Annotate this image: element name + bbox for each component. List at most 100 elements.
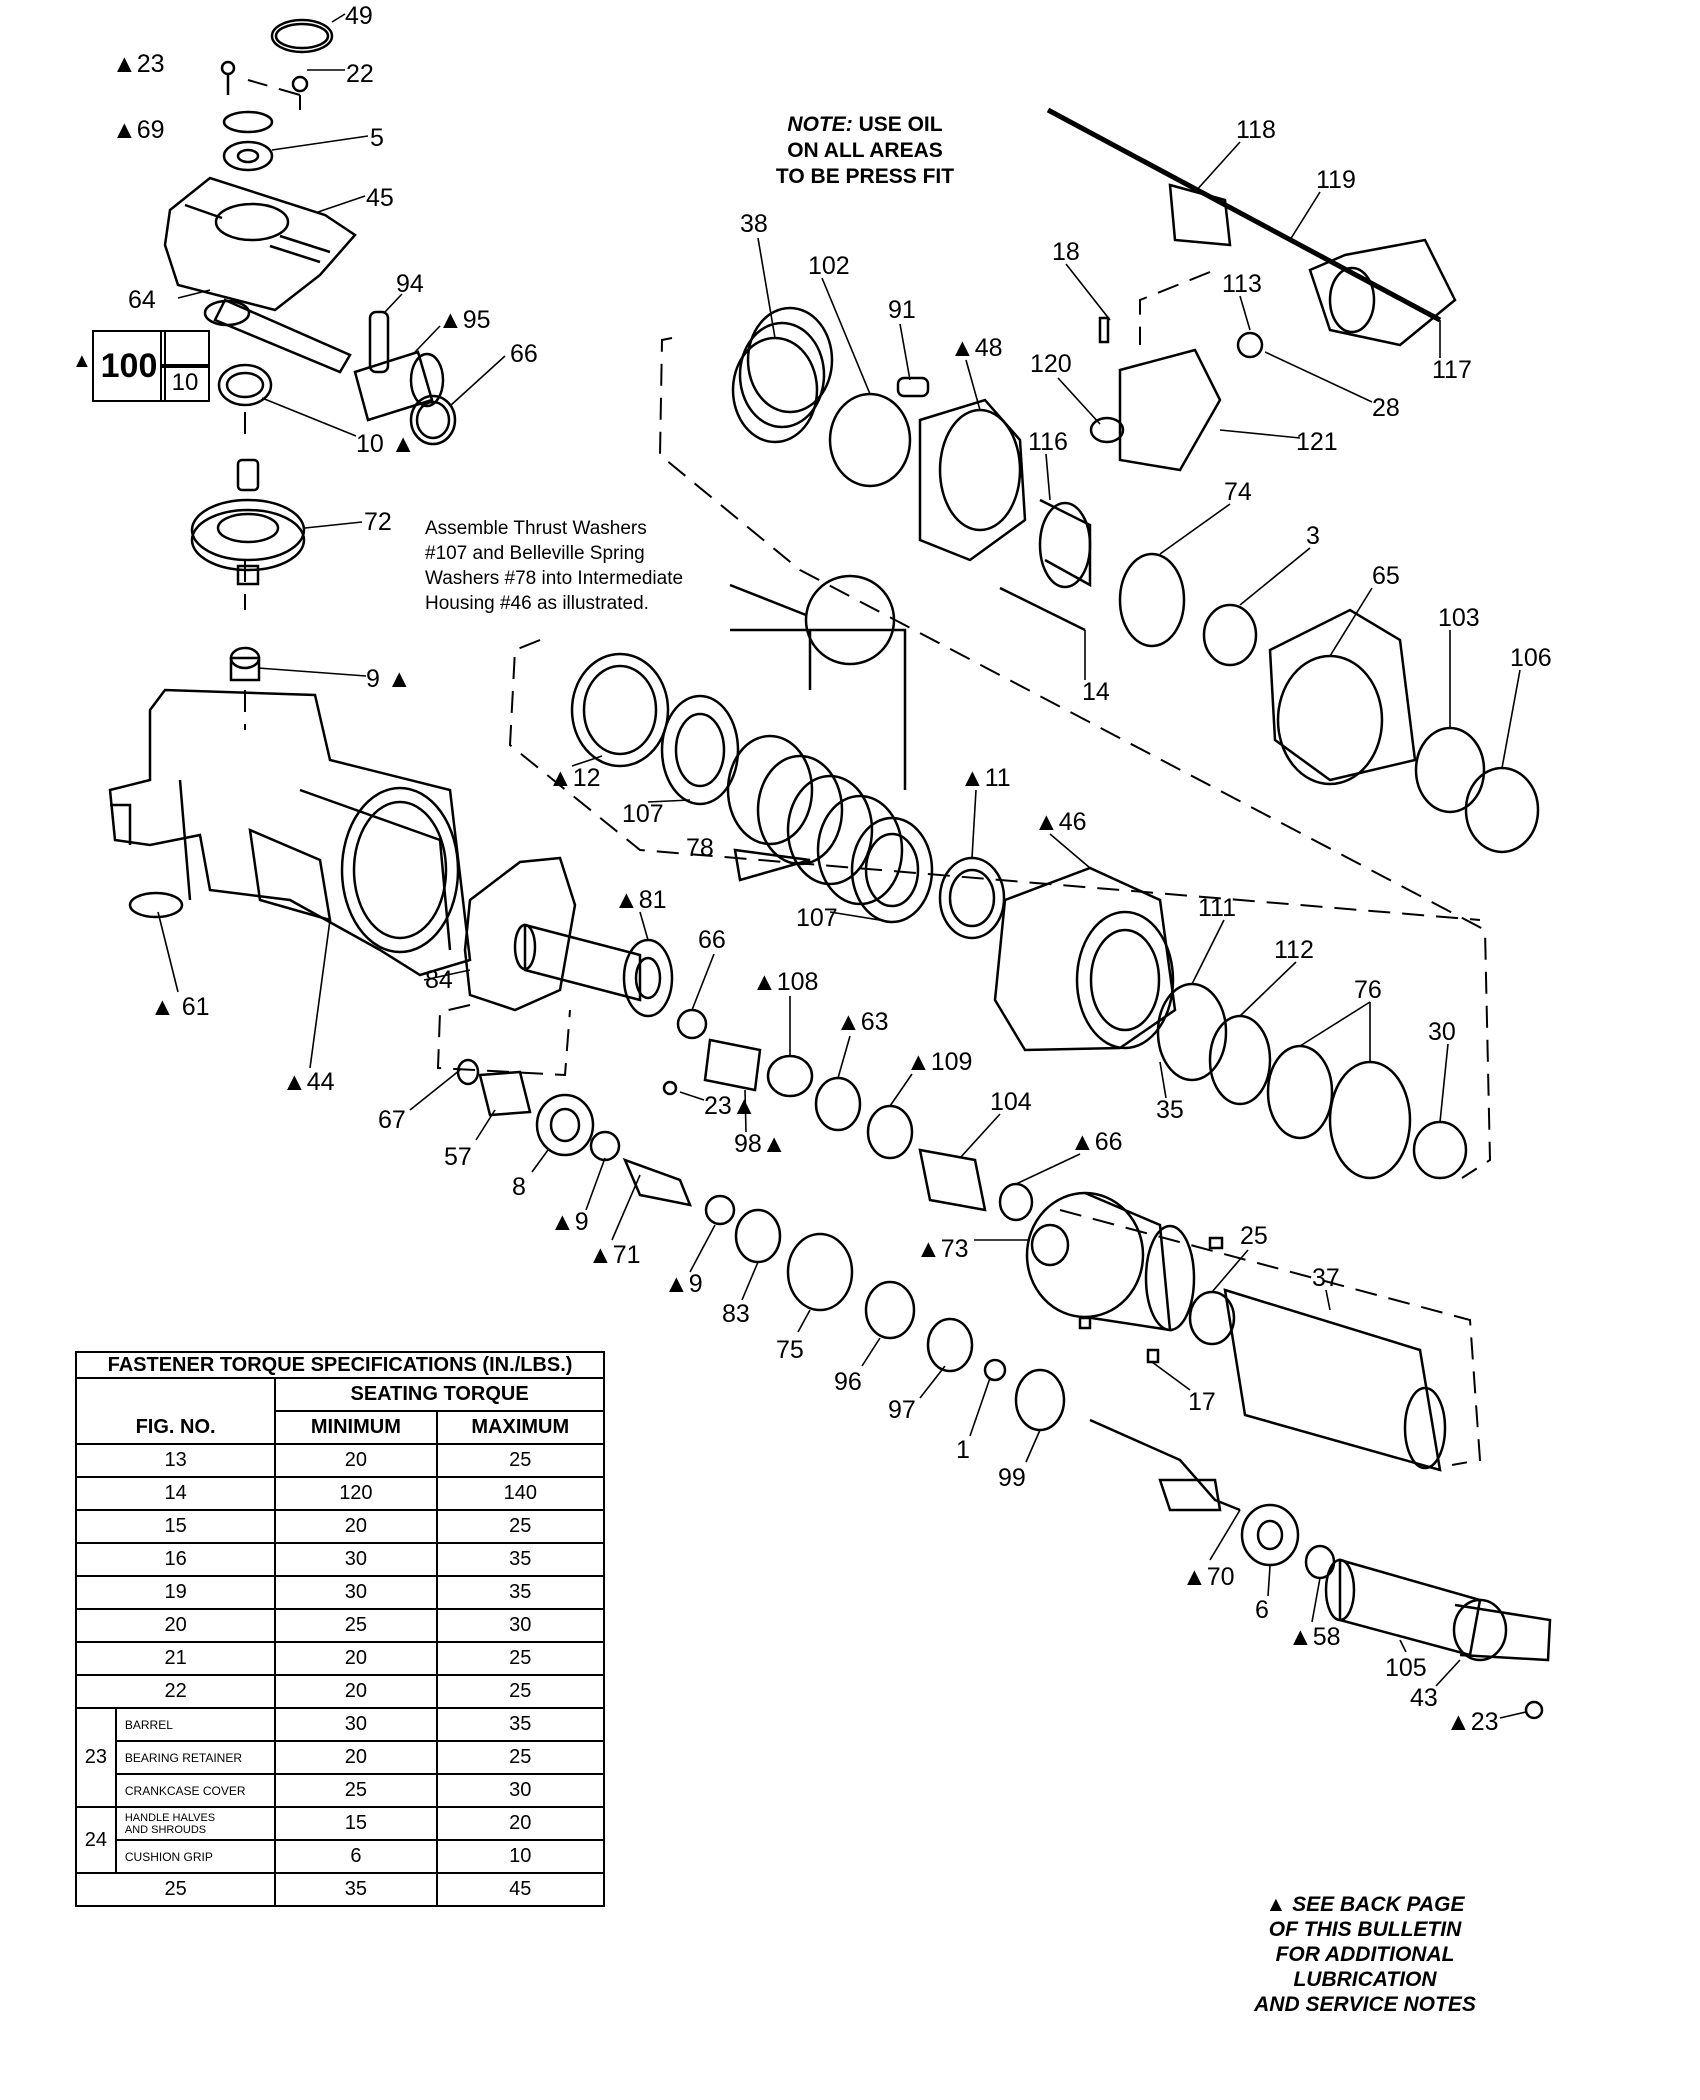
part-label-11: ▲11 [960, 764, 1011, 792]
col-minimum: MINIMUM [274, 1410, 438, 1445]
assemble-line-2: #107 and Belleville Spring [425, 543, 645, 564]
part-label-112: 112 [1274, 936, 1314, 964]
part-label-106: 106 [1510, 644, 1552, 672]
part-label-109: ▲109 [906, 1048, 973, 1076]
max-value: 140 [435, 1476, 606, 1511]
part-label-9b: ▲9 [550, 1208, 589, 1236]
part-label-46: ▲46 [1034, 808, 1087, 836]
striker-assembly [1089, 1418, 1552, 1720]
service-line-3: FOR ADDITIONAL [1275, 1943, 1455, 1966]
sub-label: BEARING RETAINER [114, 1740, 277, 1775]
max-value: 35 [435, 1707, 606, 1742]
fig-23: 23 [75, 1707, 117, 1808]
part-label-49: 49 [345, 2, 373, 30]
min-value: 30 [274, 1575, 438, 1610]
sub-label: CUSHION GRIP [114, 1839, 277, 1874]
part-label-83: 83 [722, 1300, 750, 1328]
press-fit-oil-note: NOTE: USE OIL ON ALL AREAS TO BE PRESS F… [690, 112, 1040, 190]
part-label-63: ▲63 [836, 1008, 889, 1036]
max-value: 25 [435, 1740, 606, 1775]
part-100-callout: ▲ 100 10 [72, 330, 210, 402]
table-row: 23 BARREL 30 35 [75, 1707, 606, 1808]
assembly-instruction-note: Assemble Thrust Washers #107 and Bellevi… [425, 516, 745, 616]
part-label-61: ▲ 61 [150, 993, 210, 1021]
part-label-58: ▲58 [1288, 1623, 1341, 1651]
max-value: 35 [435, 1575, 606, 1610]
max-value: 25 [435, 1509, 606, 1544]
part-label-12: ▲12 [548, 764, 601, 792]
assemble-line-1: Assemble Thrust Washers [425, 518, 647, 539]
fig-no-cell: 20 [74, 1608, 277, 1643]
note-line-2: ON ALL AREAS [787, 139, 943, 162]
max-value: 45 [435, 1872, 606, 1907]
part-label-23d: ▲23 [1446, 1708, 1499, 1736]
min-value: 20 [274, 1443, 438, 1478]
part-label-102: 102 [808, 252, 850, 280]
part-label-121: 121 [1296, 428, 1338, 456]
col-fig-no: FIG. NO. [74, 1377, 277, 1445]
part-label-119: 119 [1316, 166, 1356, 194]
part-label-45: 45 [366, 184, 394, 212]
part-100-sub-number: 10 [160, 364, 210, 402]
part-label-104: 104 [990, 1088, 1032, 1116]
part-label-43: 43 [1410, 1684, 1438, 1712]
part-label-9c: ▲9 [664, 1270, 703, 1298]
part-label-67: 67 [378, 1106, 406, 1134]
part-label-116: 116 [1028, 428, 1068, 456]
part-label-10: 10 ▲ [356, 430, 416, 458]
part-label-8: 8 [512, 1173, 526, 1201]
part-100-blank-cell [160, 330, 210, 368]
service-line-4: LUBRICATION [1293, 1968, 1437, 1991]
part-label-107b: 107 [796, 904, 838, 932]
part-label-113: 113 [1222, 270, 1262, 298]
min-value: 35 [274, 1872, 438, 1907]
fig-25: 25 [74, 1872, 277, 1907]
leader-lines [157, 13, 1527, 1719]
fig-no-cell: 22 [74, 1674, 277, 1709]
part-label-57: 57 [444, 1143, 472, 1171]
fig-24: 24 [75, 1806, 117, 1874]
sub-label: BARREL [114, 1707, 277, 1742]
service-line-2: OF THIS BULLETIN [1268, 1918, 1462, 1941]
lower-gear-train [456, 1058, 1066, 1432]
max-value: 10 [435, 1839, 606, 1874]
min-value: 120 [274, 1476, 438, 1511]
part-label-22: 22 [346, 60, 374, 88]
part-label-3: 3 [1306, 522, 1320, 550]
part-label-97: 97 [888, 1396, 916, 1424]
note-line-3: TO BE PRESS FIT [775, 165, 955, 188]
service-marker: ▲ [72, 350, 92, 372]
crankcase-cover-assembly [163, 18, 457, 446]
part-label-9: 9 ▲ [366, 665, 412, 693]
part-label-37: 37 [1312, 1264, 1340, 1292]
max-value: 20 [435, 1806, 606, 1841]
min-value: 30 [274, 1707, 438, 1742]
part-label-6: 6 [1255, 1596, 1269, 1624]
gear-72 [190, 458, 306, 682]
max-value: 35 [435, 1542, 606, 1577]
part-label-103: 103 [1438, 604, 1480, 632]
min-value: 25 [274, 1608, 438, 1643]
max-value: 25 [435, 1443, 606, 1478]
part-label-35: 35 [1156, 1096, 1184, 1124]
part-label-38: 38 [740, 210, 768, 238]
dashed-outlines [244, 79, 1492, 1466]
assemble-line-3: Washers #78 into Intermediate [425, 568, 684, 589]
part-label-48: ▲48 [950, 334, 1003, 362]
part-label-120: 120 [1030, 350, 1072, 378]
min-value: 6 [274, 1839, 438, 1874]
part-label-17: 17 [1188, 1388, 1216, 1416]
col-seating-torque: SEATING TORQUE [274, 1377, 605, 1412]
part-label-25: 25 [1240, 1222, 1268, 1250]
part-label-70: ▲70 [1182, 1563, 1235, 1591]
service-notes-reference: ▲ SEE BACK PAGE OF THIS BULLETIN FOR ADD… [1235, 1892, 1495, 2017]
part-label-81: ▲81 [614, 886, 667, 914]
table-row: 24 HANDLE HALVES AND SHROUDS 15 20 [75, 1806, 606, 1874]
max-value: 30 [435, 1608, 606, 1643]
